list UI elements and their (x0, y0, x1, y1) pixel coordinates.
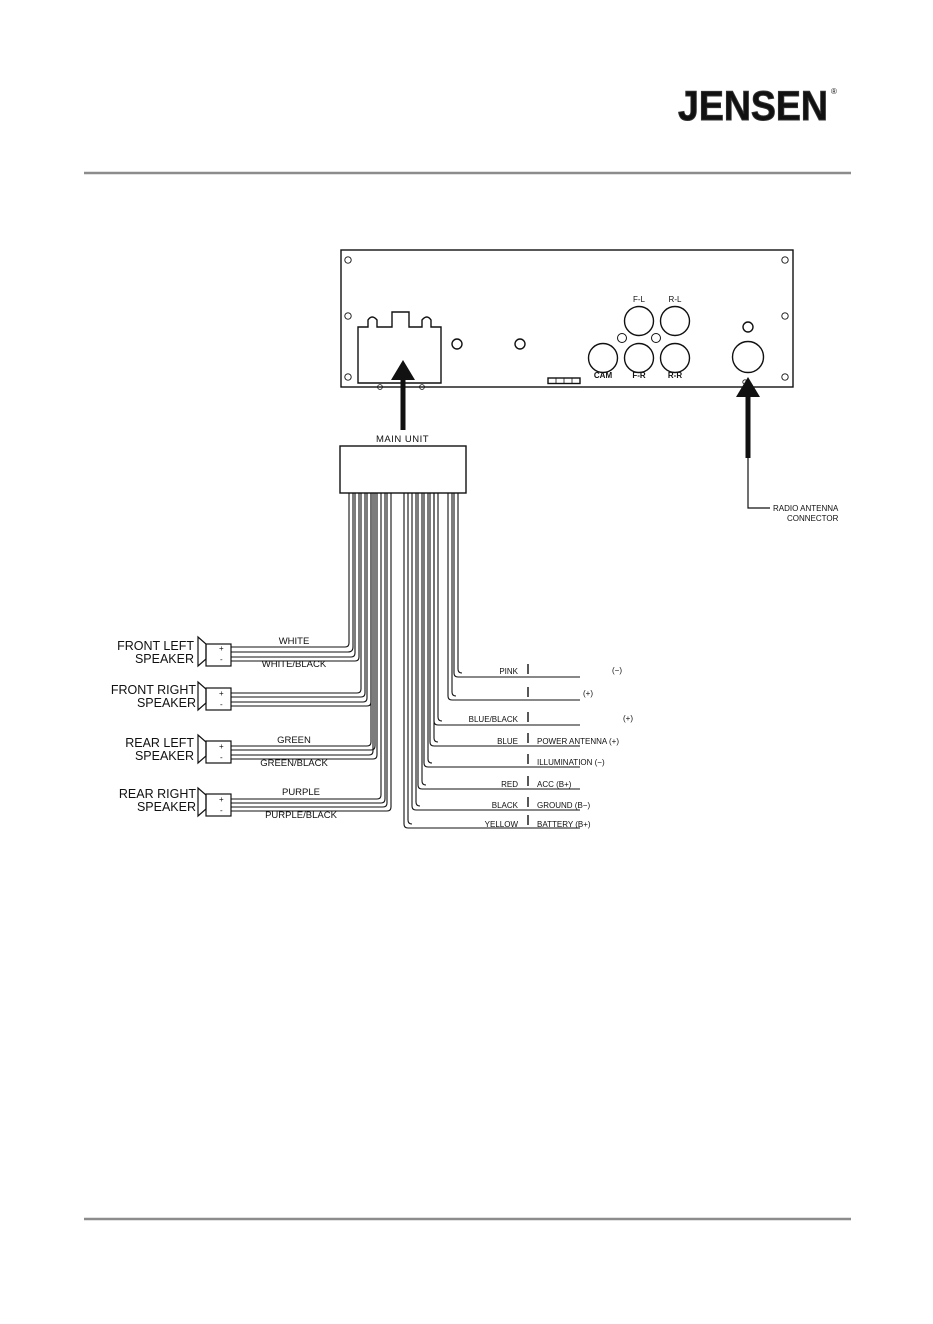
panel-screw-hole (344, 256, 352, 264)
speaker-front-right (197, 680, 232, 712)
wire-color-pink: PINK (499, 667, 518, 676)
panel-screw-hole (344, 312, 352, 320)
wire-function-pink: (−) (612, 666, 622, 675)
rca-jack-rl (659, 305, 691, 337)
antenna-label-line2: CONNECTOR (787, 514, 839, 523)
wire-label-purple: PURPLE (282, 787, 320, 798)
speaker-rear-right (197, 786, 232, 818)
terminal-minus: - (220, 655, 223, 664)
speaker-label-rear-left-1: REAR LEFT (125, 736, 194, 750)
wire-label-purple-black: PURPLE/BLACK (265, 810, 337, 821)
jack-label-fr: F-R (632, 371, 646, 380)
speaker-label-front-left-2: SPEAKER (135, 652, 194, 666)
ground-post (617, 333, 627, 343)
rca-jack-rr (659, 342, 691, 374)
terminal-plus: + (219, 742, 224, 751)
wire-color-blue-black: BLUE/BLACK (469, 715, 519, 724)
harness-socket (357, 311, 442, 384)
mount-hole (514, 338, 526, 350)
speaker-front-left (197, 635, 232, 668)
logo-registered-mark: ® (831, 87, 837, 96)
jack-label-rl: R-L (669, 295, 682, 304)
wire-label-green-black: GREEN/BLACK (260, 758, 328, 769)
jensen-logo: JENSEN ® (678, 82, 838, 129)
rca-jack-cam (587, 342, 619, 374)
panel-screw-hole (781, 256, 789, 264)
terminal-plus: + (219, 689, 224, 698)
wire-function-black: GROUND (B−) (537, 801, 590, 810)
wire-function-2: (+) (583, 689, 593, 698)
mount-hole (451, 338, 463, 350)
terminal-plus: + (219, 644, 224, 653)
rear-panel (340, 249, 794, 390)
wire-function-yellow: BATTERY (B+) (537, 820, 591, 829)
antenna-label-line1: RADIO ANTENNA (773, 504, 839, 513)
panel-screw-hole (344, 373, 352, 381)
socket-screw (419, 384, 425, 390)
wire-function-blue: POWER ANTENNA (+) (537, 737, 619, 746)
terminal-minus: - (220, 753, 223, 762)
antenna-socket (731, 340, 765, 374)
speaker-label-front-right-2: SPEAKER (137, 696, 196, 710)
speaker-label-front-right-1: FRONT RIGHT (111, 683, 197, 697)
ground-post (651, 333, 661, 343)
harness-wires (231, 493, 580, 829)
speaker-label-rear-right-2: SPEAKER (137, 800, 196, 814)
main-unit-plug (339, 445, 467, 494)
jack-label-fl: F-L (633, 295, 646, 304)
terminal-minus: - (220, 700, 223, 709)
wire-color-blue: BLUE (497, 737, 518, 746)
main-unit-arrow (391, 360, 415, 430)
wire-color-yellow: YELLOW (485, 820, 519, 829)
panel-screw-hole (781, 373, 789, 381)
speaker-label-front-left-1: FRONT LEFT (117, 639, 194, 653)
wire-color-red: RED (501, 780, 518, 789)
wire-label-green: GREEN (277, 735, 311, 746)
panel-screw-hole (781, 312, 789, 320)
wire-function-red: ACC (B+) (537, 780, 572, 789)
antenna-arrow (736, 377, 770, 509)
rca-jack-fr (623, 342, 655, 374)
speaker-rear-left (197, 733, 232, 765)
jack-label-rr: R-R (668, 371, 682, 380)
socket-screw (377, 384, 383, 390)
wire-label-white: WHITE (279, 636, 310, 647)
wire-function-illumination: ILLUMINATION (−) (537, 758, 605, 767)
terminal-minus: - (220, 806, 223, 815)
logo-wordmark: JENSEN (678, 82, 828, 128)
antenna-screw (742, 321, 754, 333)
wire-label-white-black: WHITE/BLACK (262, 659, 327, 670)
speaker-label-rear-left-2: SPEAKER (135, 749, 194, 763)
wire-function-blue-black: (+) (623, 714, 633, 723)
main-unit-label: MAIN UNIT (376, 434, 429, 445)
wire-color-black: BLACK (492, 801, 519, 810)
jack-label-cam: CAM (594, 371, 613, 380)
terminal-plus: + (219, 795, 224, 804)
speaker-label-rear-right-1: REAR RIGHT (119, 787, 196, 801)
rca-jack-fl (623, 305, 655, 337)
